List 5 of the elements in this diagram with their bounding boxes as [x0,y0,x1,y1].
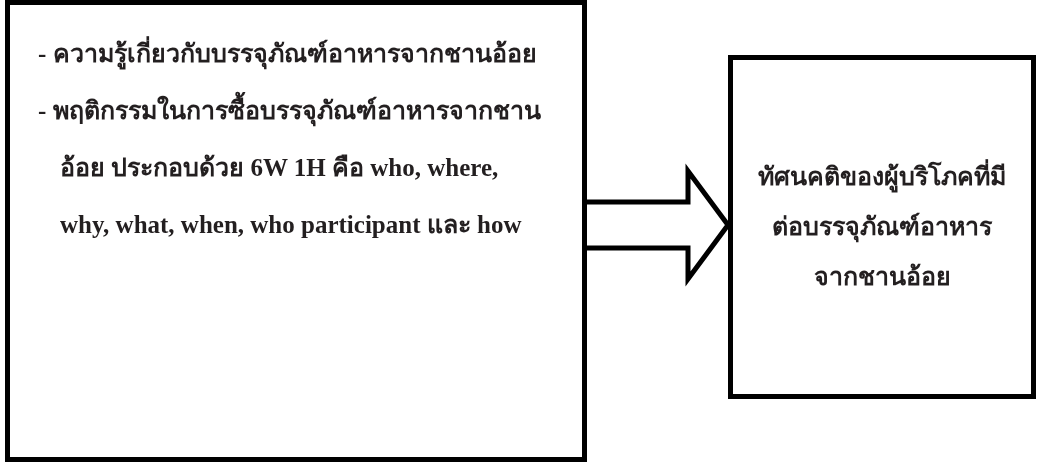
box-text: ทัศนคติของผู้บริโภคที่มีต่อบรรจุภัณฑ์อาหารจากชานอ้อย [753,152,1011,302]
bullet-item: - ความรู้เกี่ยวกับบรรจุภัณฑ์อาหารจากชานอ้อย [38,25,552,82]
text-box [5,0,587,462]
bullet-item: - พฤติกรรมในการซื้อบรรจุภัณฑ์อาหารจากชานอ้อย ประกอบด้วย 6W 1H คือ who, where, why, what, when, who participant และ how [38,82,552,253]
text-box [728,55,1036,399]
